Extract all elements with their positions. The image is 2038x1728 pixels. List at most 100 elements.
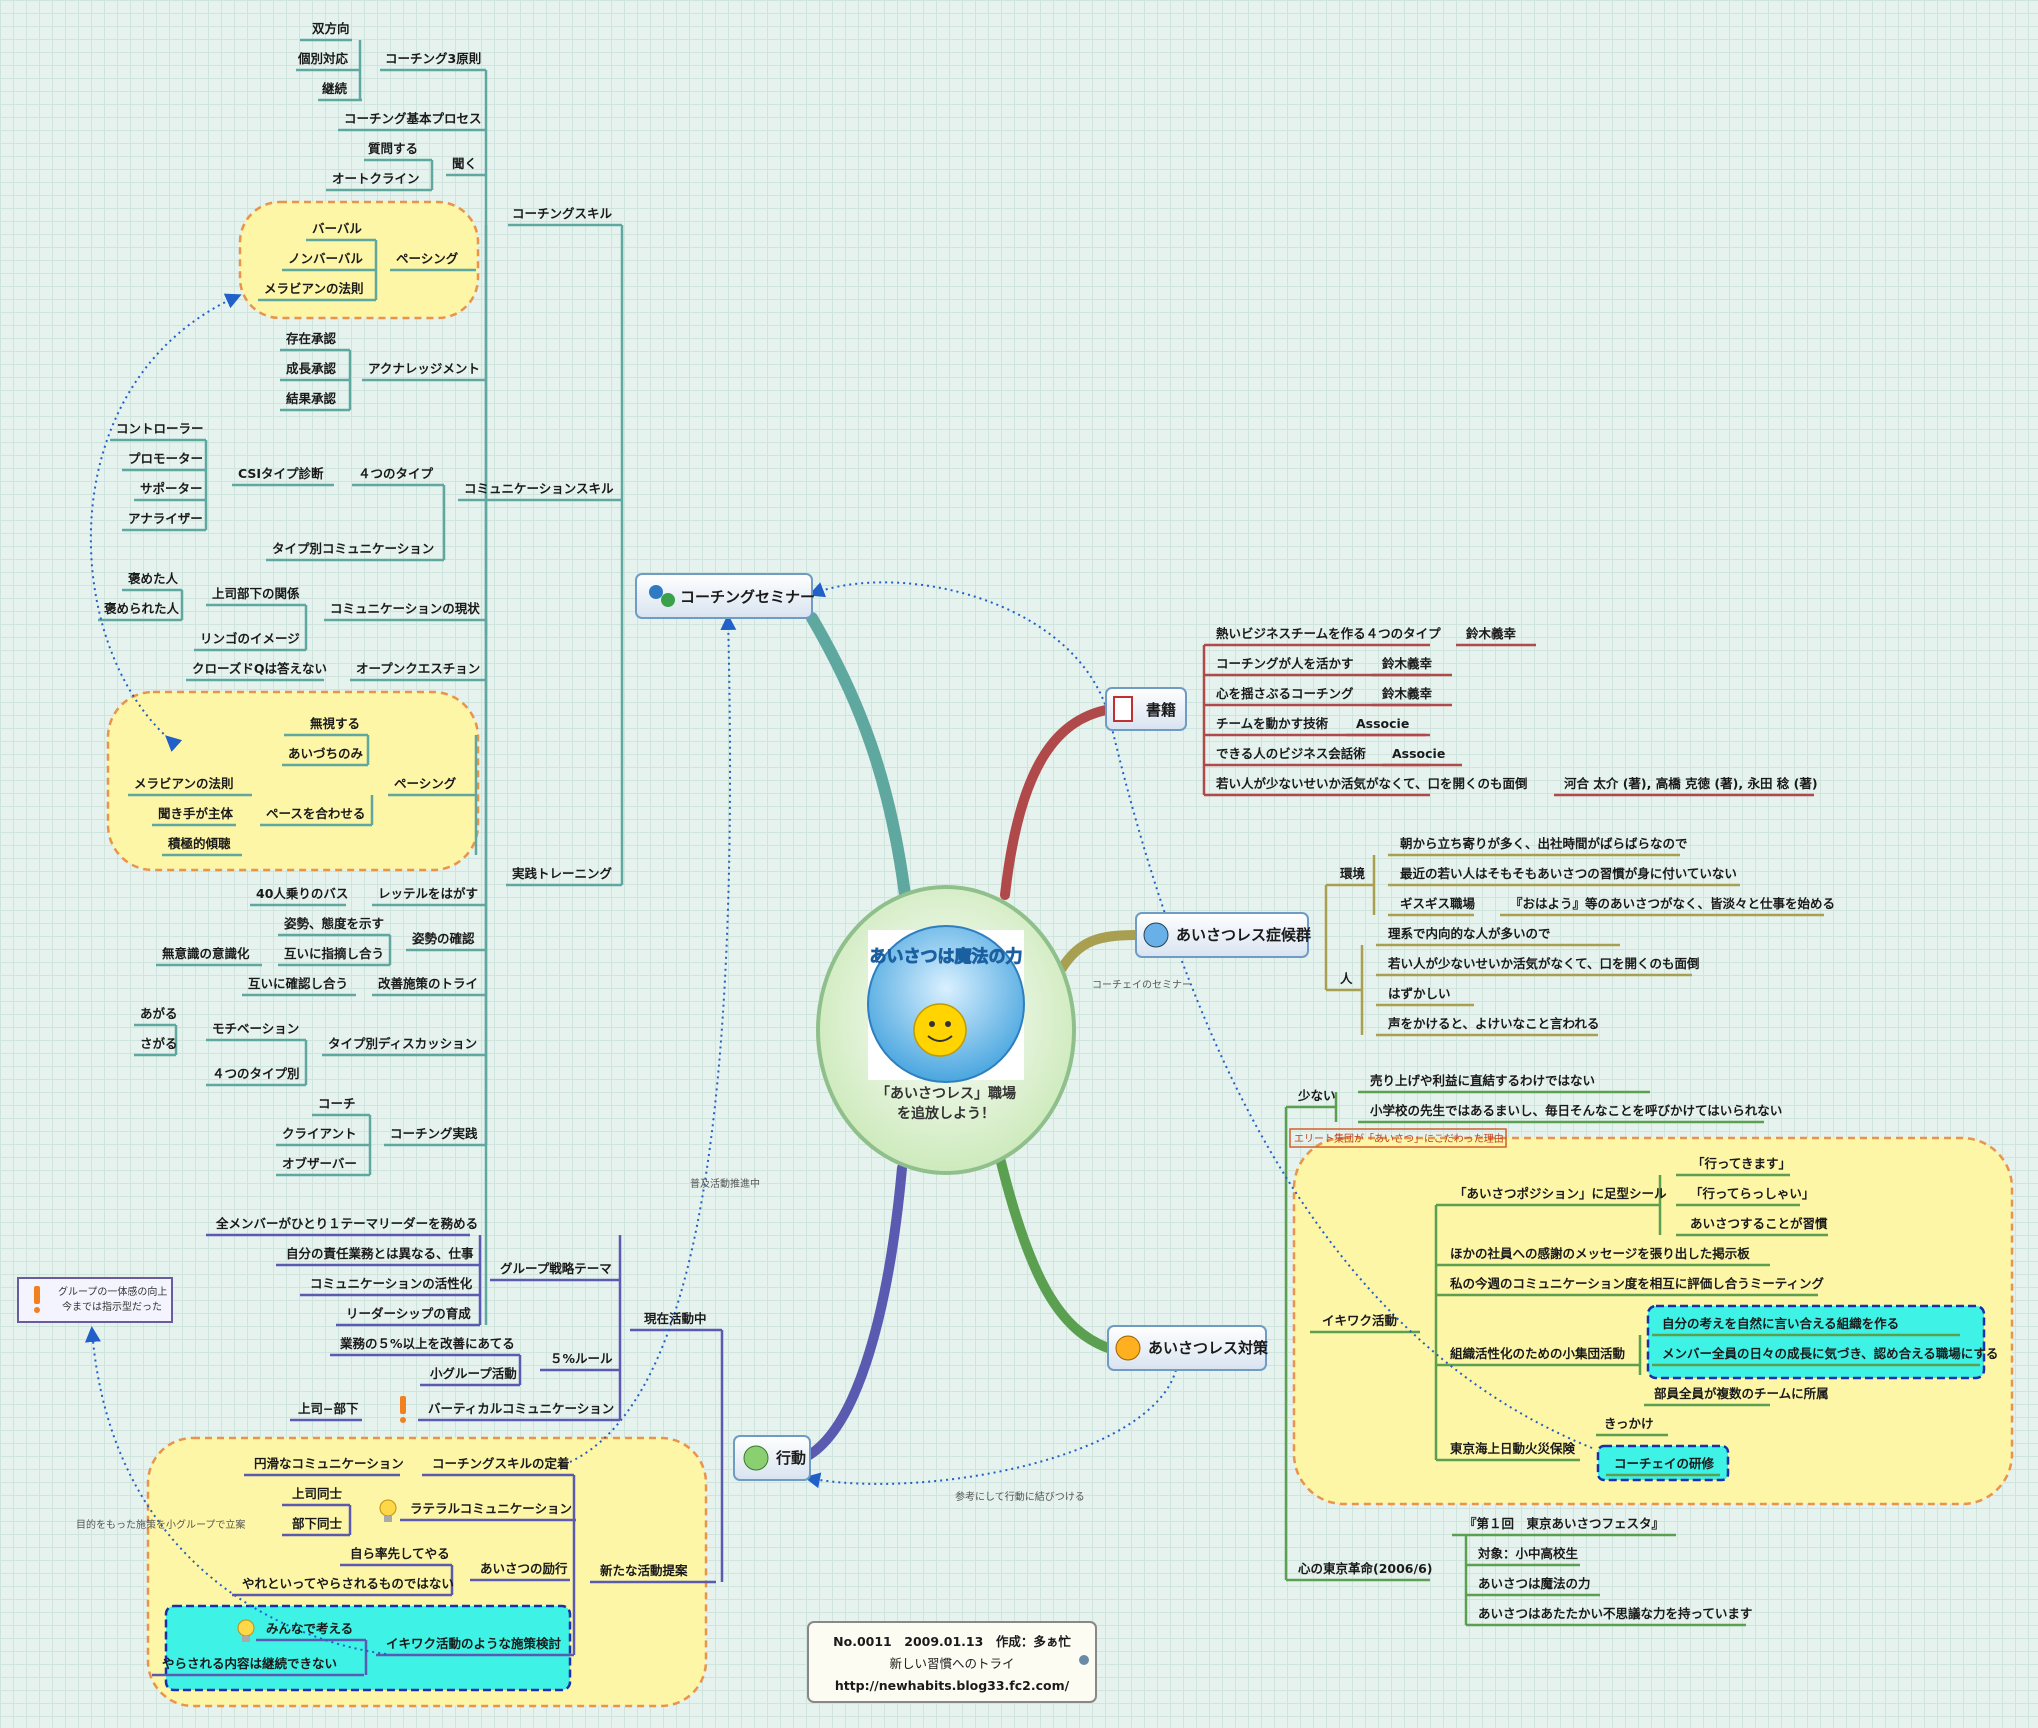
node-ikiwaku-like[interactable]: イキワク活動のような施策検討 <box>386 1636 562 1651</box>
node-nonverbal[interactable]: ノンバーバル <box>288 251 363 266</box>
node-two-way[interactable]: 双方向 <box>311 21 350 36</box>
node-type-comm[interactable]: タイプ別コミュニケーション <box>272 541 434 556</box>
node-trigger[interactable]: きっかけ <box>1604 1416 1654 1431</box>
node-gt-3[interactable]: コミュニケーションの活性化 <box>310 1276 473 1291</box>
node-notice[interactable]: メンバー全員の日々の成長に気づき、認め合える職場にする <box>1662 1346 1998 1361</box>
node-book-author-6[interactable]: 河合 太介 (著), 高橋 克徳 (著), 永田 稔 (著) <box>1564 776 1818 791</box>
footer-link[interactable]: http://newhabits.blog33.fc2.com/ <box>835 1678 1070 1693</box>
node-not-forced[interactable]: やれといってやらされるものではない <box>242 1576 454 1591</box>
node-four-types[interactable]: ４つのタイプ <box>358 466 434 481</box>
node-coaching-practice[interactable]: コーチング実践 <box>390 1126 478 1141</box>
node-multi-team[interactable]: 部員全員が複数のチームに所属 <box>1654 1386 1829 1401</box>
node-motivation[interactable]: モチベーション <box>212 1021 299 1036</box>
node-result[interactable]: 結果承認 <box>286 391 337 406</box>
node-mehrabian[interactable]: メラビアンの法則 <box>264 281 364 296</box>
node-few-2[interactable]: 小学校の先生ではあるまいし、毎日そんなことを呼びかけてはいられない <box>1369 1103 1782 1118</box>
node-gisugisu[interactable]: 『おはよう』等のあいさつがなく、皆淡々と仕事を始める <box>1510 896 1835 911</box>
node-active-listen[interactable]: 積極的傾聴 <box>167 836 231 851</box>
node-smooth[interactable]: 円滑なコミュニケーション <box>254 1456 404 1471</box>
node-controller[interactable]: コントローラー <box>116 421 204 436</box>
node-book-author-3[interactable]: 鈴木義幸 <box>1382 686 1433 701</box>
node-itterasshai[interactable]: 「行ってらっしゃい」 <box>1690 1186 1814 1201</box>
node-current-act[interactable]: 現在活動中 <box>644 1311 707 1326</box>
node-five-1[interactable]: 業務の５%以上を改善にあてる <box>339 1336 515 1351</box>
node-pacing[interactable]: ペーシング <box>396 251 459 266</box>
node-ack[interactable]: アクナレッジメント <box>368 361 480 376</box>
node-person-2[interactable]: 若い人が少ないせいか活気がなくて、口を開くのも面倒 <box>1387 956 1700 971</box>
node-continue[interactable]: 継続 <box>322 81 348 96</box>
node-autocrine[interactable]: オートクライン <box>332 171 420 186</box>
node-meeting[interactable]: 私の今週のコミュニケーション度を相互に評価し合うミーティング <box>1449 1276 1825 1291</box>
node-env[interactable]: 環境 <box>1340 866 1366 881</box>
node-current[interactable]: コミュニケーションの現状 <box>330 601 480 616</box>
node-confirm-each[interactable]: 互いに確認し合う <box>248 976 348 991</box>
node-closed-q[interactable]: クローズドQは答えない <box>192 661 327 676</box>
node-tokio[interactable]: 東京海上日動火災保険 <box>1450 1441 1576 1456</box>
node-self-first[interactable]: 自ら率先してやる <box>350 1546 450 1561</box>
node-label-peel[interactable]: レッテルをはがす <box>378 886 478 901</box>
node-point-out[interactable]: 互いに指摘し合う <box>284 946 384 961</box>
node-verbal[interactable]: バーバル <box>312 221 362 236</box>
node-itte[interactable]: 「行ってきます」 <box>1692 1156 1791 1171</box>
node-warm[interactable]: あいさつはあたたかい不思議な力を持っています <box>1478 1606 1752 1621</box>
node-bus[interactable]: 40人乗りのバス <box>256 886 348 901</box>
node-book-2[interactable]: コーチングが人を活かす <box>1216 656 1354 671</box>
node-book-author-1[interactable]: 鈴木義幸 <box>1466 626 1517 641</box>
node-type-discuss[interactable]: タイプ別ディスカッション <box>328 1036 477 1051</box>
node-listen[interactable]: 聞く <box>452 156 477 171</box>
node-gt-4[interactable]: リーダーシップの育成 <box>346 1306 471 1321</box>
node-book-author-2[interactable]: 鈴木義幸 <box>1382 656 1433 671</box>
node-new-proposal[interactable]: 新たな活動提案 <box>600 1563 688 1578</box>
node-book-author-4[interactable]: Associe <box>1356 716 1409 731</box>
node-kokoro[interactable]: 心の東京革命(2006/6) <box>1298 1561 1432 1576</box>
node-four-type-by[interactable]: ４つのタイプ別 <box>212 1066 300 1081</box>
node-person-3[interactable]: はずかしい <box>1388 986 1451 1001</box>
topic-action[interactable]: 行動 <box>733 1435 811 1481</box>
node-promoter[interactable]: プロモーター <box>128 451 203 466</box>
node-posture-check[interactable]: 姿勢の確認 <box>412 931 475 946</box>
node-env-2[interactable]: 最近の若い人はそもそもあいさつの習慣が身に付いていない <box>1400 866 1737 881</box>
node-five-rule[interactable]: ５%ルール <box>550 1351 613 1366</box>
node-book-4[interactable]: チームを動かす技術 <box>1216 716 1329 731</box>
node-festa[interactable]: 『第１回 東京あいさつフェスタ』 <box>1464 1516 1664 1531</box>
node-training[interactable]: コーチェイの研修 <box>1614 1456 1715 1471</box>
node-not-continue[interactable]: やらされる内容は継続できない <box>162 1656 337 1671</box>
node-subs[interactable]: 部下同士 <box>292 1516 343 1531</box>
node-individual[interactable]: 個別対応 <box>297 51 349 66</box>
node-book-5[interactable]: できる人のビジネス会話術 <box>1216 746 1366 761</box>
node-vertical[interactable]: バーティカルコミュニケーション <box>428 1401 614 1416</box>
node-supporter[interactable]: サポーター <box>140 481 203 496</box>
node-gt-2[interactable]: 自分の責任業務とは異なる、仕事 <box>286 1246 474 1261</box>
node-praiser[interactable]: 褒めた人 <box>127 571 179 586</box>
node-practice[interactable]: 実践トレーニング <box>512 866 613 881</box>
node-encourage[interactable]: あいさつの励行 <box>480 1561 568 1576</box>
node-down[interactable]: さがる <box>140 1036 178 1051</box>
node-exist[interactable]: 存在承認 <box>285 331 337 346</box>
topic-syndrome[interactable]: あいさつレス症候群 <box>1135 912 1311 958</box>
node-magic[interactable]: あいさつは魔法の力 <box>1478 1576 1591 1591</box>
node-small-group[interactable]: 組織活性化のための小集団活動 <box>1450 1346 1625 1361</box>
node-person-4[interactable]: 声をかけると、よけいなこと言われる <box>1387 1016 1599 1031</box>
node-define[interactable]: コーチングスキルの定着 <box>432 1456 570 1471</box>
node-book-3[interactable]: 心を揺さぶるコーチング <box>1216 686 1354 701</box>
node-pacing2[interactable]: ペーシング <box>394 776 457 791</box>
node-habit[interactable]: あいさつすることが習慣 <box>1690 1216 1828 1231</box>
topic-measures[interactable]: あいさつレス対策 <box>1107 1325 1269 1371</box>
node-coach[interactable]: コーチ <box>318 1096 356 1111</box>
node-person[interactable]: 人 <box>1340 971 1353 986</box>
node-env-3[interactable]: ギスギス職場 <box>1400 896 1476 911</box>
node-improve-try[interactable]: 改善施策のトライ <box>378 976 478 991</box>
node-boss-sub[interactable]: 上司部下の関係 <box>212 586 300 601</box>
node-five-2[interactable]: 小グループ活動 <box>429 1366 517 1381</box>
node-ikiwaku[interactable]: イキワク活動 <box>1322 1313 1397 1328</box>
node-client[interactable]: クライアント <box>282 1126 357 1141</box>
node-gt-1[interactable]: 全メンバーがひとり１テーマリーダーを務める <box>215 1216 478 1231</box>
node-match-pace[interactable]: ペースを合わせる <box>266 806 365 821</box>
node-ignore[interactable]: 無視する <box>310 716 360 731</box>
node-group-theme[interactable]: グループ戦略テーマ <box>500 1261 612 1276</box>
node-bosses[interactable]: 上司同士 <box>292 1486 343 1501</box>
node-board[interactable]: ほかの社員への感謝のメッセージを張り出した掲示板 <box>1450 1246 1750 1261</box>
topic-coaching[interactable]: コーチングセミナー <box>635 573 815 619</box>
node-csi[interactable]: CSIタイプ診断 <box>238 466 324 481</box>
node-target[interactable]: 対象：小中高校生 <box>1477 1546 1579 1561</box>
